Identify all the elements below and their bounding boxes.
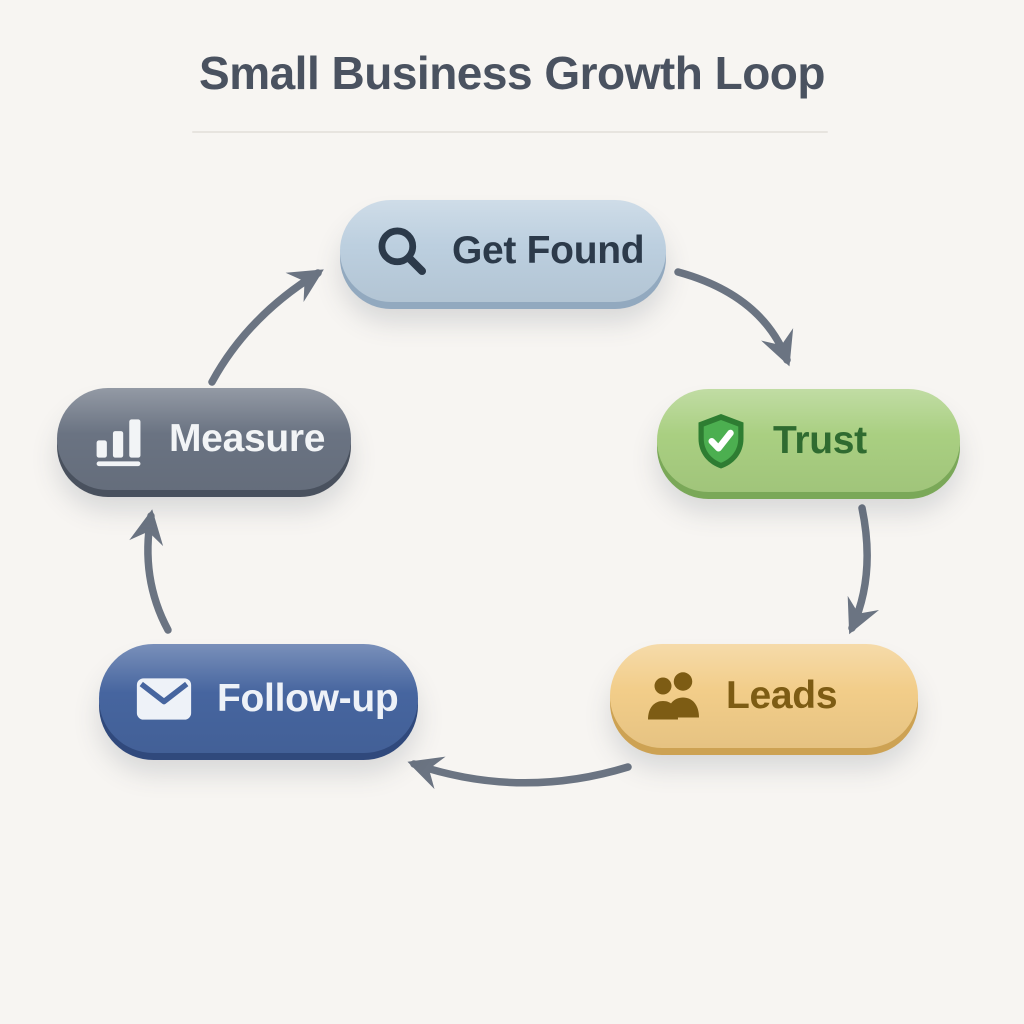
node-follow-up: Follow-up bbox=[99, 644, 418, 753]
node-leads: Leads bbox=[610, 644, 918, 748]
people-icon bbox=[644, 666, 704, 726]
node-label: Get Found bbox=[452, 229, 645, 272]
page-title: Small Business Growth Loop bbox=[199, 47, 825, 99]
node-label: Leads bbox=[726, 674, 838, 717]
node-label: Trust bbox=[773, 418, 867, 462]
node-trust: Trust bbox=[657, 389, 960, 492]
arrow-follow-up-to-measure bbox=[129, 509, 172, 634]
envelope-icon bbox=[133, 668, 195, 730]
arrow-measure-to-get-found bbox=[208, 269, 324, 386]
arrow-get-found-to-trust bbox=[674, 268, 794, 367]
magnifier-icon bbox=[374, 223, 430, 279]
node-label: Follow-up bbox=[217, 676, 399, 720]
title-divider bbox=[192, 131, 828, 133]
arrow-leads-to-follow-up bbox=[407, 756, 632, 790]
bar-chart-icon bbox=[91, 411, 147, 467]
shield-check-icon bbox=[691, 411, 751, 471]
node-get-found: Get Found bbox=[340, 200, 666, 302]
arrow-trust-to-leads bbox=[847, 504, 879, 635]
node-label: Measure bbox=[169, 417, 326, 460]
node-measure: Measure bbox=[57, 388, 351, 490]
